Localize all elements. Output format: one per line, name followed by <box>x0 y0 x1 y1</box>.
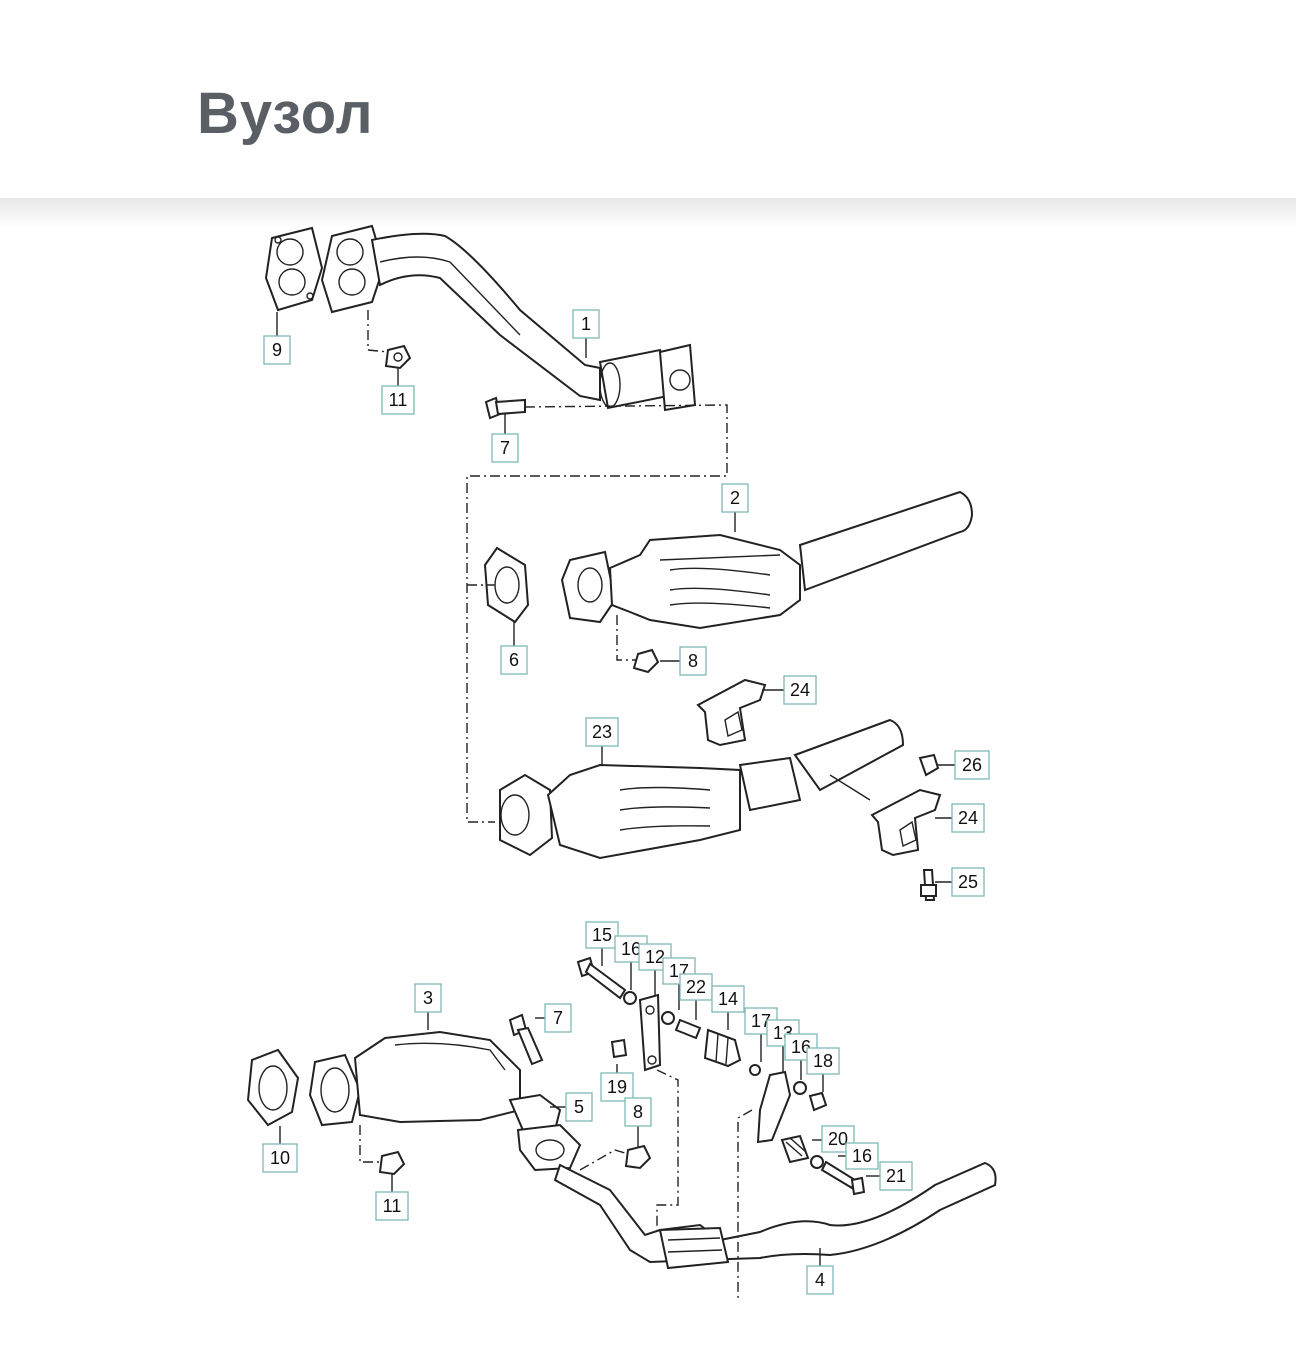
svg-text:8: 8 <box>688 651 698 671</box>
callout-16-c: 16 <box>845 1142 879 1170</box>
callout-22: 22 <box>679 973 713 1001</box>
callout-6: 6 <box>500 645 528 675</box>
svg-text:19: 19 <box>607 1077 627 1097</box>
part-17-washer-a <box>661 1011 675 1025</box>
header-bar: Вузол <box>0 0 1296 200</box>
svg-text:15: 15 <box>592 925 612 945</box>
part-3-catalytic-converter <box>308 1030 521 1127</box>
part-21-bolt <box>820 1160 866 1196</box>
callout-19: 19 <box>600 1072 634 1102</box>
callout-11-bottom: 11 <box>375 1191 409 1221</box>
part-13-bracket <box>756 1070 792 1144</box>
callout-25: 25 <box>951 867 985 897</box>
callout-7-bottom: 7 <box>544 1003 572 1033</box>
svg-text:22: 22 <box>686 977 706 997</box>
svg-text:12: 12 <box>645 947 665 967</box>
part-10-gasket <box>246 1048 300 1127</box>
svg-text:6: 6 <box>509 650 519 670</box>
svg-text:7: 7 <box>500 438 510 458</box>
part-12-bracket <box>638 993 662 1072</box>
svg-text:7: 7 <box>553 1008 563 1028</box>
callout-26: 26 <box>954 750 990 780</box>
svg-text:9: 9 <box>272 340 282 360</box>
svg-text:11: 11 <box>383 1196 402 1216</box>
svg-text:16: 16 <box>621 939 641 959</box>
svg-text:17: 17 <box>751 1011 771 1031</box>
callout-9: 9 <box>263 335 291 365</box>
part-18-nut <box>808 1091 828 1112</box>
part-6-gasket <box>483 546 530 624</box>
svg-text:21: 21 <box>886 1166 906 1186</box>
callout-18: 18 <box>806 1047 840 1075</box>
callout-23: 23 <box>585 717 619 747</box>
part-22-spacer <box>674 1018 702 1040</box>
callout-20: 20 <box>821 1125 855 1153</box>
svg-text:1: 1 <box>581 314 591 334</box>
part-19-bolt <box>610 1038 628 1059</box>
part-24-hanger-upper <box>696 678 767 747</box>
svg-text:24: 24 <box>958 808 978 828</box>
part-17-washer-b <box>749 1064 761 1076</box>
part-25-bolt <box>920 869 937 901</box>
svg-text:18: 18 <box>813 1051 833 1071</box>
svg-text:4: 4 <box>815 1270 825 1290</box>
svg-text:3: 3 <box>423 988 433 1008</box>
part-1-front-pipe <box>320 224 697 412</box>
part-2-catalytic-converter <box>560 490 974 630</box>
callout-24-upper: 24 <box>783 675 817 705</box>
callout-14: 14 <box>711 985 745 1013</box>
svg-text:16: 16 <box>791 1037 811 1057</box>
callout-12: 12 <box>638 943 672 971</box>
callout-3: 3 <box>414 983 442 1013</box>
part-26-nut <box>918 753 940 777</box>
page-title: Вузол <box>197 81 374 146</box>
callout-11-top: 11 <box>381 385 415 415</box>
svg-text:26: 26 <box>962 755 982 775</box>
part-16-washer-b <box>793 1081 807 1095</box>
callout-15: 15 <box>585 921 619 949</box>
part-11-nut-top <box>384 344 412 370</box>
part-24-hanger-lower <box>870 788 942 857</box>
callout-21: 21 <box>879 1161 913 1191</box>
svg-text:10: 10 <box>270 1148 290 1168</box>
svg-text:14: 14 <box>718 989 738 1009</box>
svg-text:20: 20 <box>828 1129 848 1149</box>
svg-text:24: 24 <box>790 680 810 700</box>
part-16-washer-a <box>623 991 637 1005</box>
svg-text:5: 5 <box>574 1097 584 1117</box>
leader-lines <box>276 312 955 1266</box>
callout-24-lower: 24 <box>951 803 985 833</box>
part-5-gasket <box>508 1093 582 1172</box>
part-14-rubber-bushing <box>703 1028 742 1068</box>
part-8-nut-bottom <box>624 1144 652 1170</box>
part-7-bolt-bottom <box>508 1013 544 1066</box>
svg-text:25: 25 <box>958 872 978 892</box>
part-9-gasket <box>264 226 324 312</box>
part-15-bolt <box>576 956 627 1000</box>
svg-text:23: 23 <box>592 722 612 742</box>
callout-7-top: 7 <box>491 433 519 463</box>
part-16-washer-c <box>810 1155 824 1169</box>
svg-text:2: 2 <box>730 488 740 508</box>
callout-labels: 9 11 1 7 2 6 8 24 23 26 24 25 15 16 12 1… <box>262 309 990 1295</box>
header-shadow <box>0 198 1296 228</box>
part-20-spring <box>780 1134 810 1164</box>
svg-text:16: 16 <box>852 1146 872 1166</box>
svg-text:8: 8 <box>633 1102 643 1122</box>
part-8-nut-mid <box>632 648 660 674</box>
part-7-bolt-top <box>484 396 526 420</box>
part-4-rear-pipe <box>553 1161 997 1270</box>
callout-2: 2 <box>721 483 749 513</box>
callout-8-mid: 8 <box>679 646 707 676</box>
part-23-catalytic-converter <box>499 718 905 860</box>
callout-1: 1 <box>572 309 600 339</box>
callout-8-bottom: 8 <box>624 1097 652 1127</box>
part-11-nut-bottom <box>378 1150 406 1176</box>
callout-4: 4 <box>806 1265 834 1295</box>
callout-10: 10 <box>262 1143 298 1173</box>
callout-5: 5 <box>565 1092 593 1122</box>
svg-text:11: 11 <box>389 390 408 410</box>
